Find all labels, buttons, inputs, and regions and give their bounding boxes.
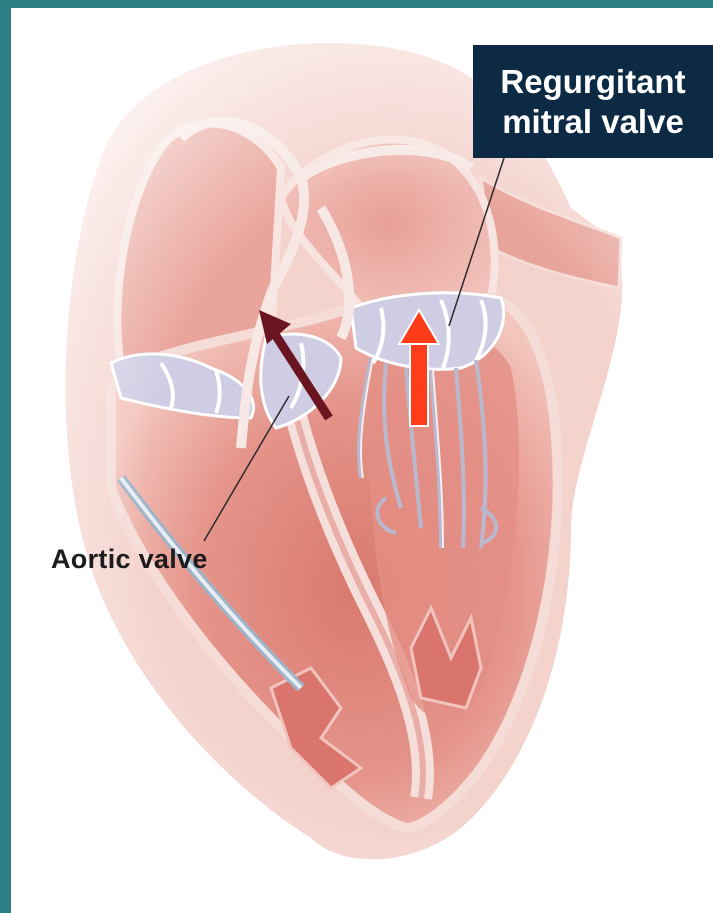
mitral-label-line2: mitral valve — [473, 102, 713, 142]
illustration-panel: Regurgitant mitral valve Aortic valve — [11, 8, 713, 913]
mitral-label-line1: Regurgitant — [473, 62, 713, 102]
aortic-valve-label: Aortic valve — [51, 544, 208, 575]
mitral-valve-label-box: Regurgitant mitral valve — [473, 45, 713, 158]
